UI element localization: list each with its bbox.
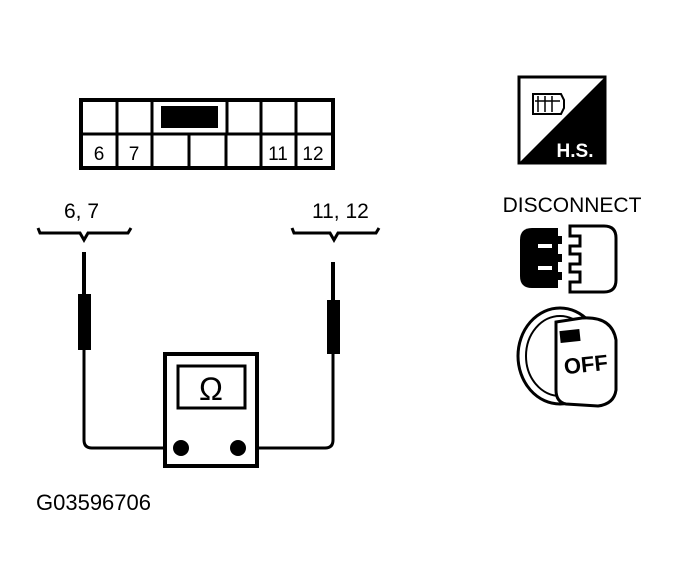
probe-label-right: 11, 12	[312, 200, 369, 223]
probe-right	[246, 262, 340, 450]
pin-label-11: 11	[268, 144, 288, 165]
pin-label-6: 6	[94, 144, 105, 165]
connector-lock-tab	[161, 106, 218, 128]
small-connector-icon	[532, 93, 565, 115]
connector-disconnect-icon	[520, 224, 618, 294]
hs-badge-text: H.S.	[557, 141, 594, 162]
ignition-off-text: OFF	[563, 350, 609, 379]
harness-side-icon: H.S.	[517, 75, 607, 165]
ohmmeter-icon: Ω	[163, 352, 259, 468]
pin-label-12: 12	[302, 144, 323, 165]
probe-label-left: 6, 7	[64, 200, 99, 223]
probe-left	[78, 252, 172, 450]
disconnect-label: DISCONNECT	[503, 194, 642, 217]
ohm-symbol: Ω	[199, 371, 223, 407]
meter-terminal-right	[230, 440, 246, 456]
connector-face: 6 7 11 12	[79, 98, 335, 170]
figure-id: G03596706	[36, 490, 151, 515]
bracket-right	[290, 227, 381, 244]
meter-terminal-left	[173, 440, 189, 456]
ignition-key-off-icon: OFF	[516, 306, 618, 408]
bracket-left	[36, 227, 133, 244]
pin-label-7: 7	[129, 144, 140, 165]
